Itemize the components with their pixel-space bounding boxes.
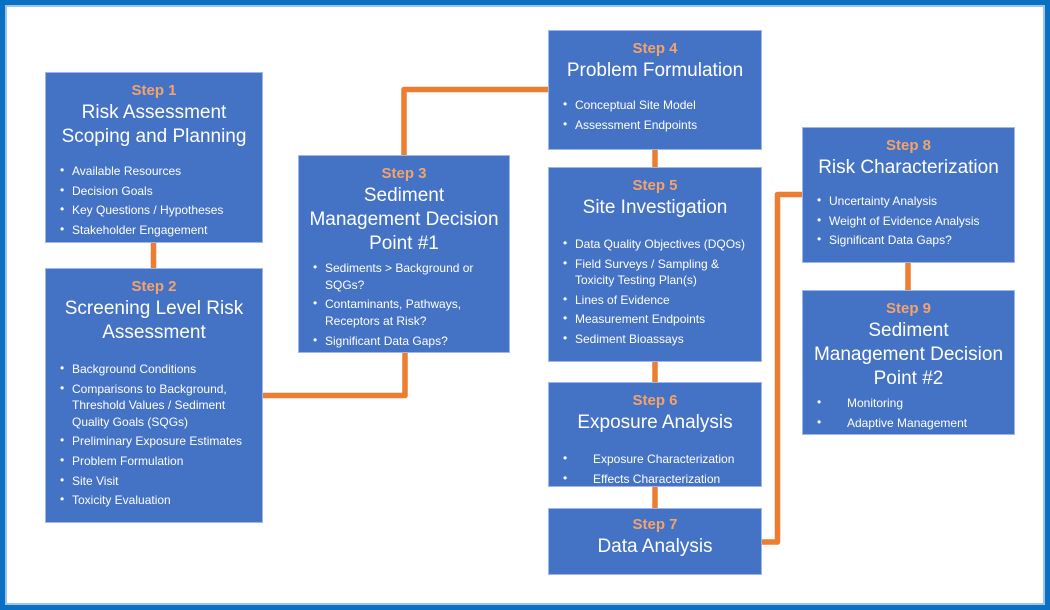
bullet-item: Measurement Endpoints (563, 310, 755, 328)
step-4-box: Step 4 Problem Formulation Conceptual Si… (548, 30, 762, 150)
step-title: Risk Characterization (818, 157, 999, 178)
bullet-item: Toxicity Evaluation (60, 491, 256, 509)
step-3-box: Step 3 Sediment Management Decision Poin… (298, 155, 510, 353)
step-label: Step 6 (632, 392, 678, 409)
step-8-box: Step 8 Risk Characterization Uncertainty… (802, 127, 1015, 263)
bullet-item: Data Quality Objectives (DQOs) (563, 235, 755, 253)
connector-step3-step4 (401, 86, 551, 158)
bullet-item: Adaptive Management (817, 414, 1008, 432)
bullet-list: Conceptual Site Model Assessment Endpoin… (549, 96, 761, 134)
bullet-item: Effects Characterization (563, 470, 755, 488)
bullet-item: Significant Data Gaps? (817, 231, 1008, 249)
bullet-item: Stakeholder Engagement (60, 221, 256, 239)
bullet-list: Data Quality Objectives (DQOs) Field Sur… (549, 235, 761, 348)
step-title: Sediment Management Decision Point #2 (813, 320, 1004, 390)
bullet-item: Uncertainty Analysis (817, 192, 1008, 210)
bullet-item: Significant Data Gaps? (313, 332, 503, 350)
step-6-box: Step 6 Exposure Analysis Exposure Charac… (548, 382, 762, 487)
bullet-item: Preliminary Exposure Estimates (60, 432, 256, 450)
step-title: Data Analysis (597, 536, 713, 557)
step-label: Step 8 (885, 137, 931, 154)
connector-step7-step8 (759, 191, 805, 545)
step-2-box: Step 2 Screening Level Risk Assessment B… (45, 268, 263, 523)
bullet-item: Comparisons to Background, Threshold Val… (60, 380, 256, 431)
bullet-item: Weight of Evidence Analysis (817, 212, 1008, 230)
bullet-item: Background Conditions (60, 360, 256, 378)
bullet-item: Assessment Endpoints (563, 116, 755, 134)
bullet-item: Contaminants, Pathways, Receptors at Ris… (313, 295, 503, 329)
bullet-item: Field Surveys / Sampling & Toxicity Test… (563, 255, 755, 289)
step-title: Risk Assessment Scoping and Planning (61, 102, 247, 148)
bullet-item: Exposure Characterization (563, 450, 755, 468)
step-title: Screening Level Risk Assessment (64, 298, 244, 344)
bullet-item: Decision Goals (60, 182, 256, 200)
step-label: Step 7 (632, 516, 678, 533)
bullet-item: Lines of Evidence (563, 291, 755, 309)
bullet-item: Sediments > Background or SQGs? (313, 259, 503, 293)
step-label: Step 4 (632, 40, 678, 57)
bullet-item: Available Resources (60, 162, 256, 180)
bullet-list: Available Resources Decision Goals Key Q… (46, 162, 262, 239)
bullet-list: Sediments > Background or SQGs? Contamin… (299, 259, 509, 350)
step-label: Step 1 (131, 82, 177, 99)
step-5-box: Step 5 Site Investigation Data Quality O… (548, 167, 762, 362)
bullet-list: Background Conditions Comparisons to Bac… (46, 360, 262, 509)
step-7-box: Step 7 Data Analysis (548, 508, 762, 575)
step-title: Exposure Analysis (577, 412, 733, 433)
bullet-item: Site Visit (60, 472, 256, 490)
step-title: Site Investigation (582, 197, 728, 218)
step-1-box: Step 1 Risk Assessment Scoping and Plann… (45, 72, 263, 243)
bullet-list: Monitoring Adaptive Management (803, 394, 1014, 432)
connector-step2-step3 (260, 351, 408, 399)
bullet-list: Uncertainty Analysis Weight of Evidence … (803, 192, 1014, 249)
step-title: Problem Formulation (566, 60, 744, 81)
step-label: Step 3 (381, 165, 427, 182)
bullet-item: Key Questions / Hypotheses (60, 201, 256, 219)
bullet-item: Monitoring (817, 394, 1008, 412)
bullet-item: Problem Formulation (60, 452, 256, 470)
step-label: Step 2 (131, 278, 177, 295)
step-label: Step 9 (885, 300, 931, 317)
bullet-item: Sediment Bioassays (563, 330, 755, 348)
step-title: Sediment Management Decision Point #1 (309, 185, 499, 255)
step-9-box: Step 9 Sediment Management Decision Poin… (802, 290, 1015, 435)
step-label: Step 5 (632, 177, 678, 194)
bullet-item: Conceptual Site Model (563, 96, 755, 114)
bullet-list: Exposure Characterization Effects Charac… (549, 450, 761, 488)
